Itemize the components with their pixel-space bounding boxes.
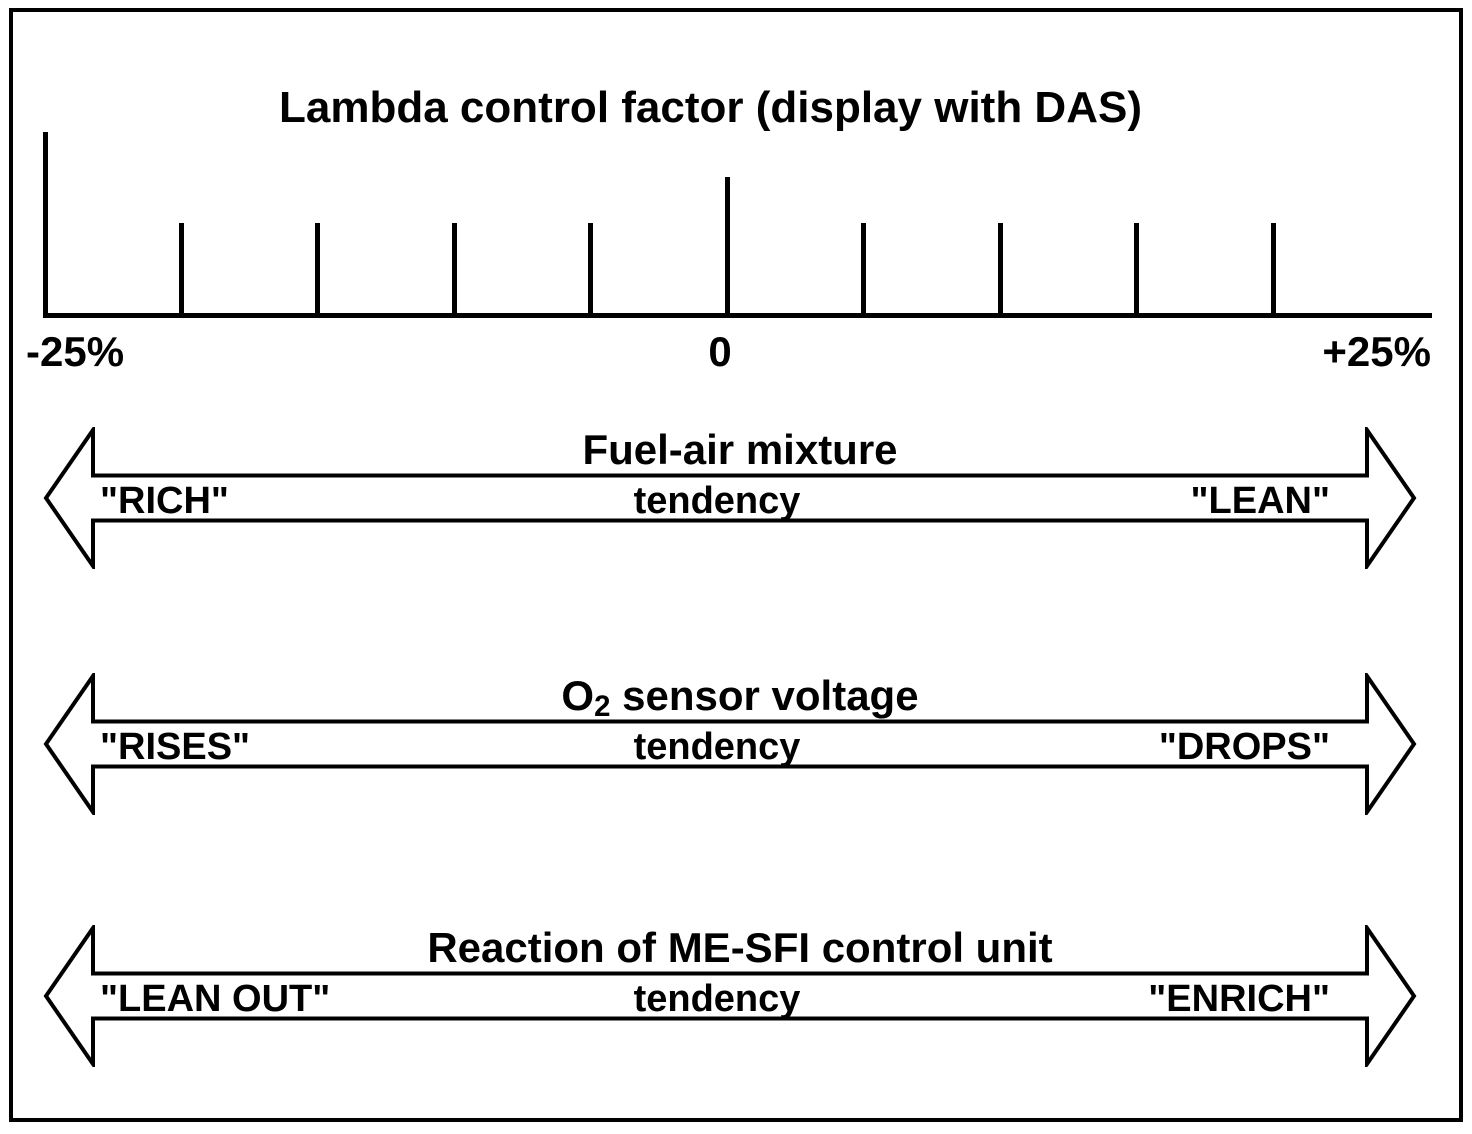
arrow-label-tendency: tendency [633, 978, 801, 1020]
arrow-label-lean: "LEAN" [1190, 480, 1330, 522]
scale-label-max: +25% [1322, 328, 1431, 375]
arrow-row-o2-sensor-voltage: O2 sensor voltage "RISES" tendency "DROP… [0, 673, 1472, 815]
scale-tick [998, 223, 1003, 318]
scale-label-min: -25% [26, 328, 125, 375]
o2-subscript: 2 [594, 689, 611, 723]
arrow-title-o2-sensor-voltage: O2 sensor voltage [0, 672, 1472, 722]
o2-base: O [561, 672, 595, 719]
scale-tick [43, 132, 48, 318]
scale-tick [315, 223, 320, 318]
arrow-label-rises: "RISES" [100, 726, 251, 768]
scale-tick [1271, 223, 1276, 318]
arrow-label-enrich: "ENRICH" [1148, 978, 1330, 1020]
diagram-title: Lambda control factor (display with DAS) [279, 83, 1142, 132]
arrow-label-tendency: tendency [633, 726, 801, 768]
arrow-label-tendency: tendency [633, 480, 801, 522]
arrow-label-lean-out: "LEAN OUT" [100, 978, 331, 1020]
arrow-row-me-sfi-reaction: Reaction of ME-SFI control unit "LEAN OU… [0, 925, 1472, 1067]
arrow-row-fuel-air-mixture: Fuel-air mixture "RICH" tendency "LEAN" [0, 427, 1472, 569]
scale-tick [179, 223, 184, 318]
arrow-title-fuel-air-mixture: Fuel-air mixture [582, 426, 898, 473]
scale-tick [452, 223, 457, 318]
arrow-label-rich: "RICH" [100, 480, 229, 522]
diagram-border [9, 8, 1463, 1122]
scale-label-zero: 0 [708, 328, 732, 375]
scale-tick [725, 177, 730, 318]
double-headed-arrow-shape [43, 925, 1417, 1067]
double-headed-arrow-shape [43, 427, 1417, 569]
double-headed-arrow-shape [43, 673, 1417, 815]
o2-rest: sensor voltage [610, 672, 919, 719]
arrow-label-drops: "DROPS" [1158, 726, 1330, 768]
scale-tick [588, 223, 593, 318]
scale-axis-line [43, 313, 1432, 318]
arrow-title-me-sfi-reaction: Reaction of ME-SFI control unit [427, 924, 1053, 971]
scale-tick [1134, 223, 1139, 318]
scale-tick [861, 223, 866, 318]
